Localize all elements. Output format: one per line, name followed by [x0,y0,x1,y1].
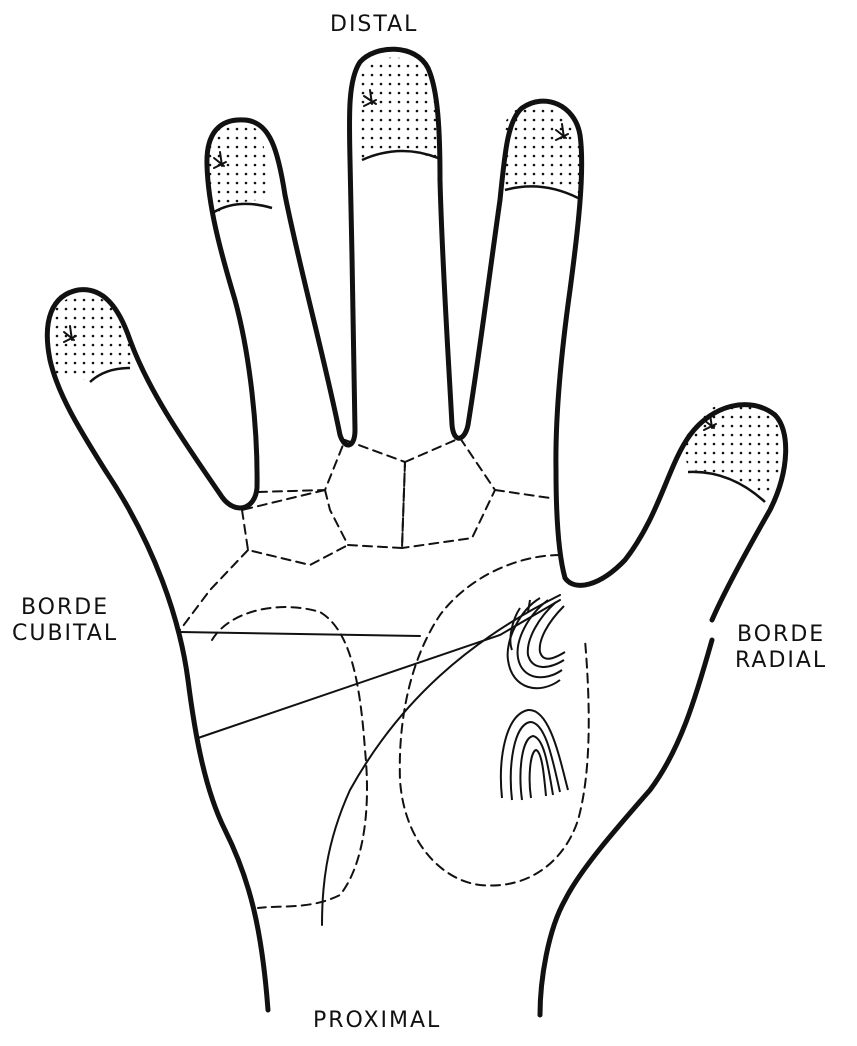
proximal-label: PROXIMAL [313,1008,441,1034]
radial-border-label: BORDE RADIAL [735,622,827,674]
hypothenar-area [212,607,367,908]
distal-label: DISTAL [330,12,418,38]
ridge-loop-upper [508,598,565,688]
radial-border-lower [540,640,712,1015]
radial-label-line1: BORDE [735,622,827,648]
thenar-area [400,555,589,886]
cubital-border-label: BORDE CUBITAL [12,595,118,647]
cubital-label-line2: CUBITAL [12,621,118,647]
fingertip-dots [50,57,782,500]
thenar-crease [322,595,560,925]
radial-label-line2: RADIAL [735,648,827,674]
proximal-crease [198,600,560,738]
ridge-loop-lower [501,710,568,800]
hand-outline [47,49,785,1010]
cubital-label-line1: BORDE [12,595,118,621]
interdigital-areas [180,438,550,630]
